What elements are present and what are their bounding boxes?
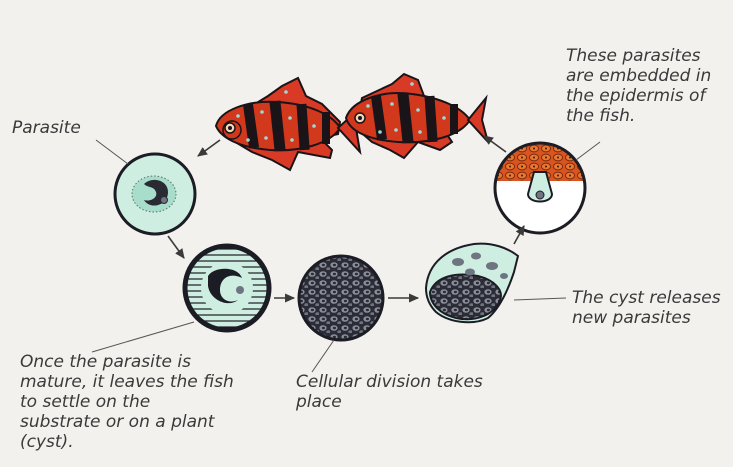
label-mature-parasite: Once the parasite is mature, it leaves t… [20, 352, 234, 452]
label-parasite: Parasite [12, 118, 81, 138]
cyst-ring [185, 246, 269, 330]
parasite-circle [115, 154, 195, 234]
embedded-parasite-circle [495, 143, 585, 233]
label-cyst-release: The cyst releases new parasites [572, 288, 721, 328]
fish-left [216, 78, 360, 170]
label-embedded-parasites: These parasites are embedded in the epid… [566, 46, 711, 126]
releasing-cyst [426, 244, 518, 323]
fish-right [346, 74, 488, 158]
fish-pair [216, 74, 488, 170]
label-cellular-division: Cellular division takes place [296, 372, 483, 412]
division-circle [299, 256, 383, 340]
